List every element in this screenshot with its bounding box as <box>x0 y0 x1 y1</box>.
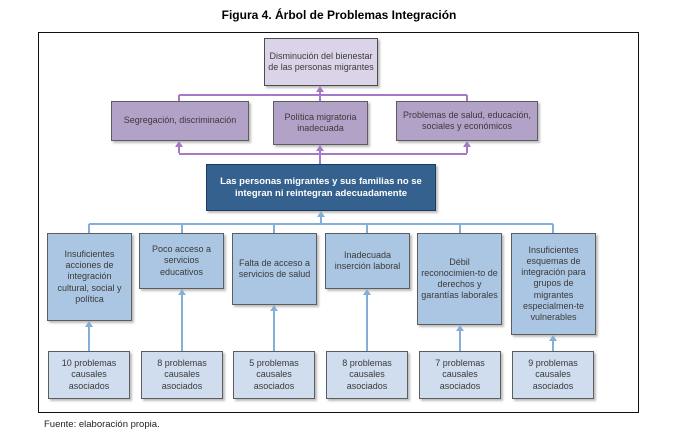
effect-box-problemas: Problemas de salud, educación, sociales … <box>396 101 538 141</box>
connector-line <box>459 331 461 351</box>
connector-line <box>178 147 180 153</box>
cause-box-2: Poco acceso a servicios educativos <box>139 233 224 289</box>
effect-box-politica: Política migratoria inadecuada <box>273 101 368 145</box>
arrowhead-up-icon <box>363 289 371 295</box>
connector-line <box>319 154 321 164</box>
core-problem-box: Las personas migrantes y sus familias no… <box>206 164 436 211</box>
connector-line <box>366 224 368 233</box>
connector-line <box>366 295 368 351</box>
connector-line <box>320 217 322 223</box>
arrowhead-up-icon <box>316 86 324 92</box>
connector-line <box>88 224 90 233</box>
connector-line <box>552 224 554 233</box>
connector-line <box>178 95 180 101</box>
arrowhead-up-icon <box>317 211 325 217</box>
diagram-frame: Disminución del bienestar de las persona… <box>38 32 639 413</box>
connector-line <box>181 295 183 351</box>
count-box-3: 5 problemas causales asociados <box>233 351 315 399</box>
connector-line <box>319 92 321 101</box>
cause-box-4: Inadecuada inserción laboral <box>325 233 410 289</box>
arrowhead-up-icon <box>549 335 557 341</box>
cause-box-6: Insuficientes esquemas de integración pa… <box>511 233 596 335</box>
connector-line <box>466 95 468 101</box>
connector-line <box>181 224 183 233</box>
cause-box-3: Falta de acceso a servicios de salud <box>232 233 317 305</box>
count-box-4: 8 problemas causales asociados <box>326 351 408 399</box>
top-effect-box: Disminución del bienestar de las persona… <box>264 38 378 86</box>
count-box-1: 10 problemas causales asociados <box>48 351 130 399</box>
figure-title: Figura 4. Árbol de Problemas Integración <box>221 8 457 22</box>
connector-line <box>179 153 467 155</box>
connector-line <box>466 147 468 153</box>
arrowhead-up-icon <box>316 145 324 151</box>
connector-line <box>273 311 275 351</box>
arrowhead-up-icon <box>85 321 93 327</box>
cause-box-1: Insuficientes acciones de integración cu… <box>47 233 132 321</box>
connector-line <box>459 224 461 233</box>
arrowhead-up-icon <box>270 305 278 311</box>
cause-box-5: Débil reconocimien-to de derechos y gara… <box>417 233 502 325</box>
arrowhead-up-icon <box>175 141 183 147</box>
connector-line <box>319 151 321 153</box>
source-note: Fuente: elaboración propia. <box>44 419 160 430</box>
connector-line <box>89 223 553 225</box>
connector-line <box>273 224 275 233</box>
arrowhead-up-icon <box>178 289 186 295</box>
count-box-2: 8 problemas causales asociados <box>141 351 223 399</box>
arrowhead-up-icon <box>456 325 464 331</box>
count-box-5: 7 problemas causales asociados <box>419 351 501 399</box>
connector-line <box>179 94 467 96</box>
connector-line <box>88 327 90 351</box>
arrowhead-up-icon <box>463 141 471 147</box>
connector-line <box>552 341 554 351</box>
count-box-6: 9 problemas causales asociados <box>512 351 594 399</box>
effect-box-segregacion: Segregación, discriminación <box>111 101 249 141</box>
